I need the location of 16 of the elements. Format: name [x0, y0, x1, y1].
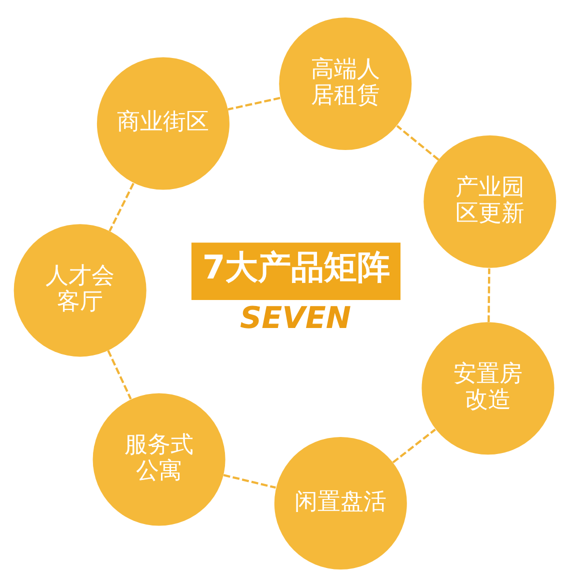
- connector: [223, 474, 276, 488]
- node-circle: 高端人居租赁: [279, 16, 412, 150]
- connector: [107, 350, 132, 400]
- connector: [488, 268, 490, 322]
- node-circle: 商业街区: [96, 56, 230, 190]
- node-circle: 服务式公寓: [92, 392, 226, 526]
- node-label: SEVEN: [240, 300, 352, 336]
- connector: [228, 96, 280, 110]
- node-box: 7大产品矩阵: [191, 242, 400, 300]
- connector: [108, 182, 134, 232]
- node-circle: 人才会客厅: [14, 224, 146, 356]
- node-circle: 闲置盘活: [274, 436, 407, 570]
- connector: [392, 428, 436, 463]
- node-circle: 安置房改造: [422, 322, 554, 454]
- connector: [396, 124, 440, 160]
- node-circle: 产业园区更新: [424, 134, 556, 268]
